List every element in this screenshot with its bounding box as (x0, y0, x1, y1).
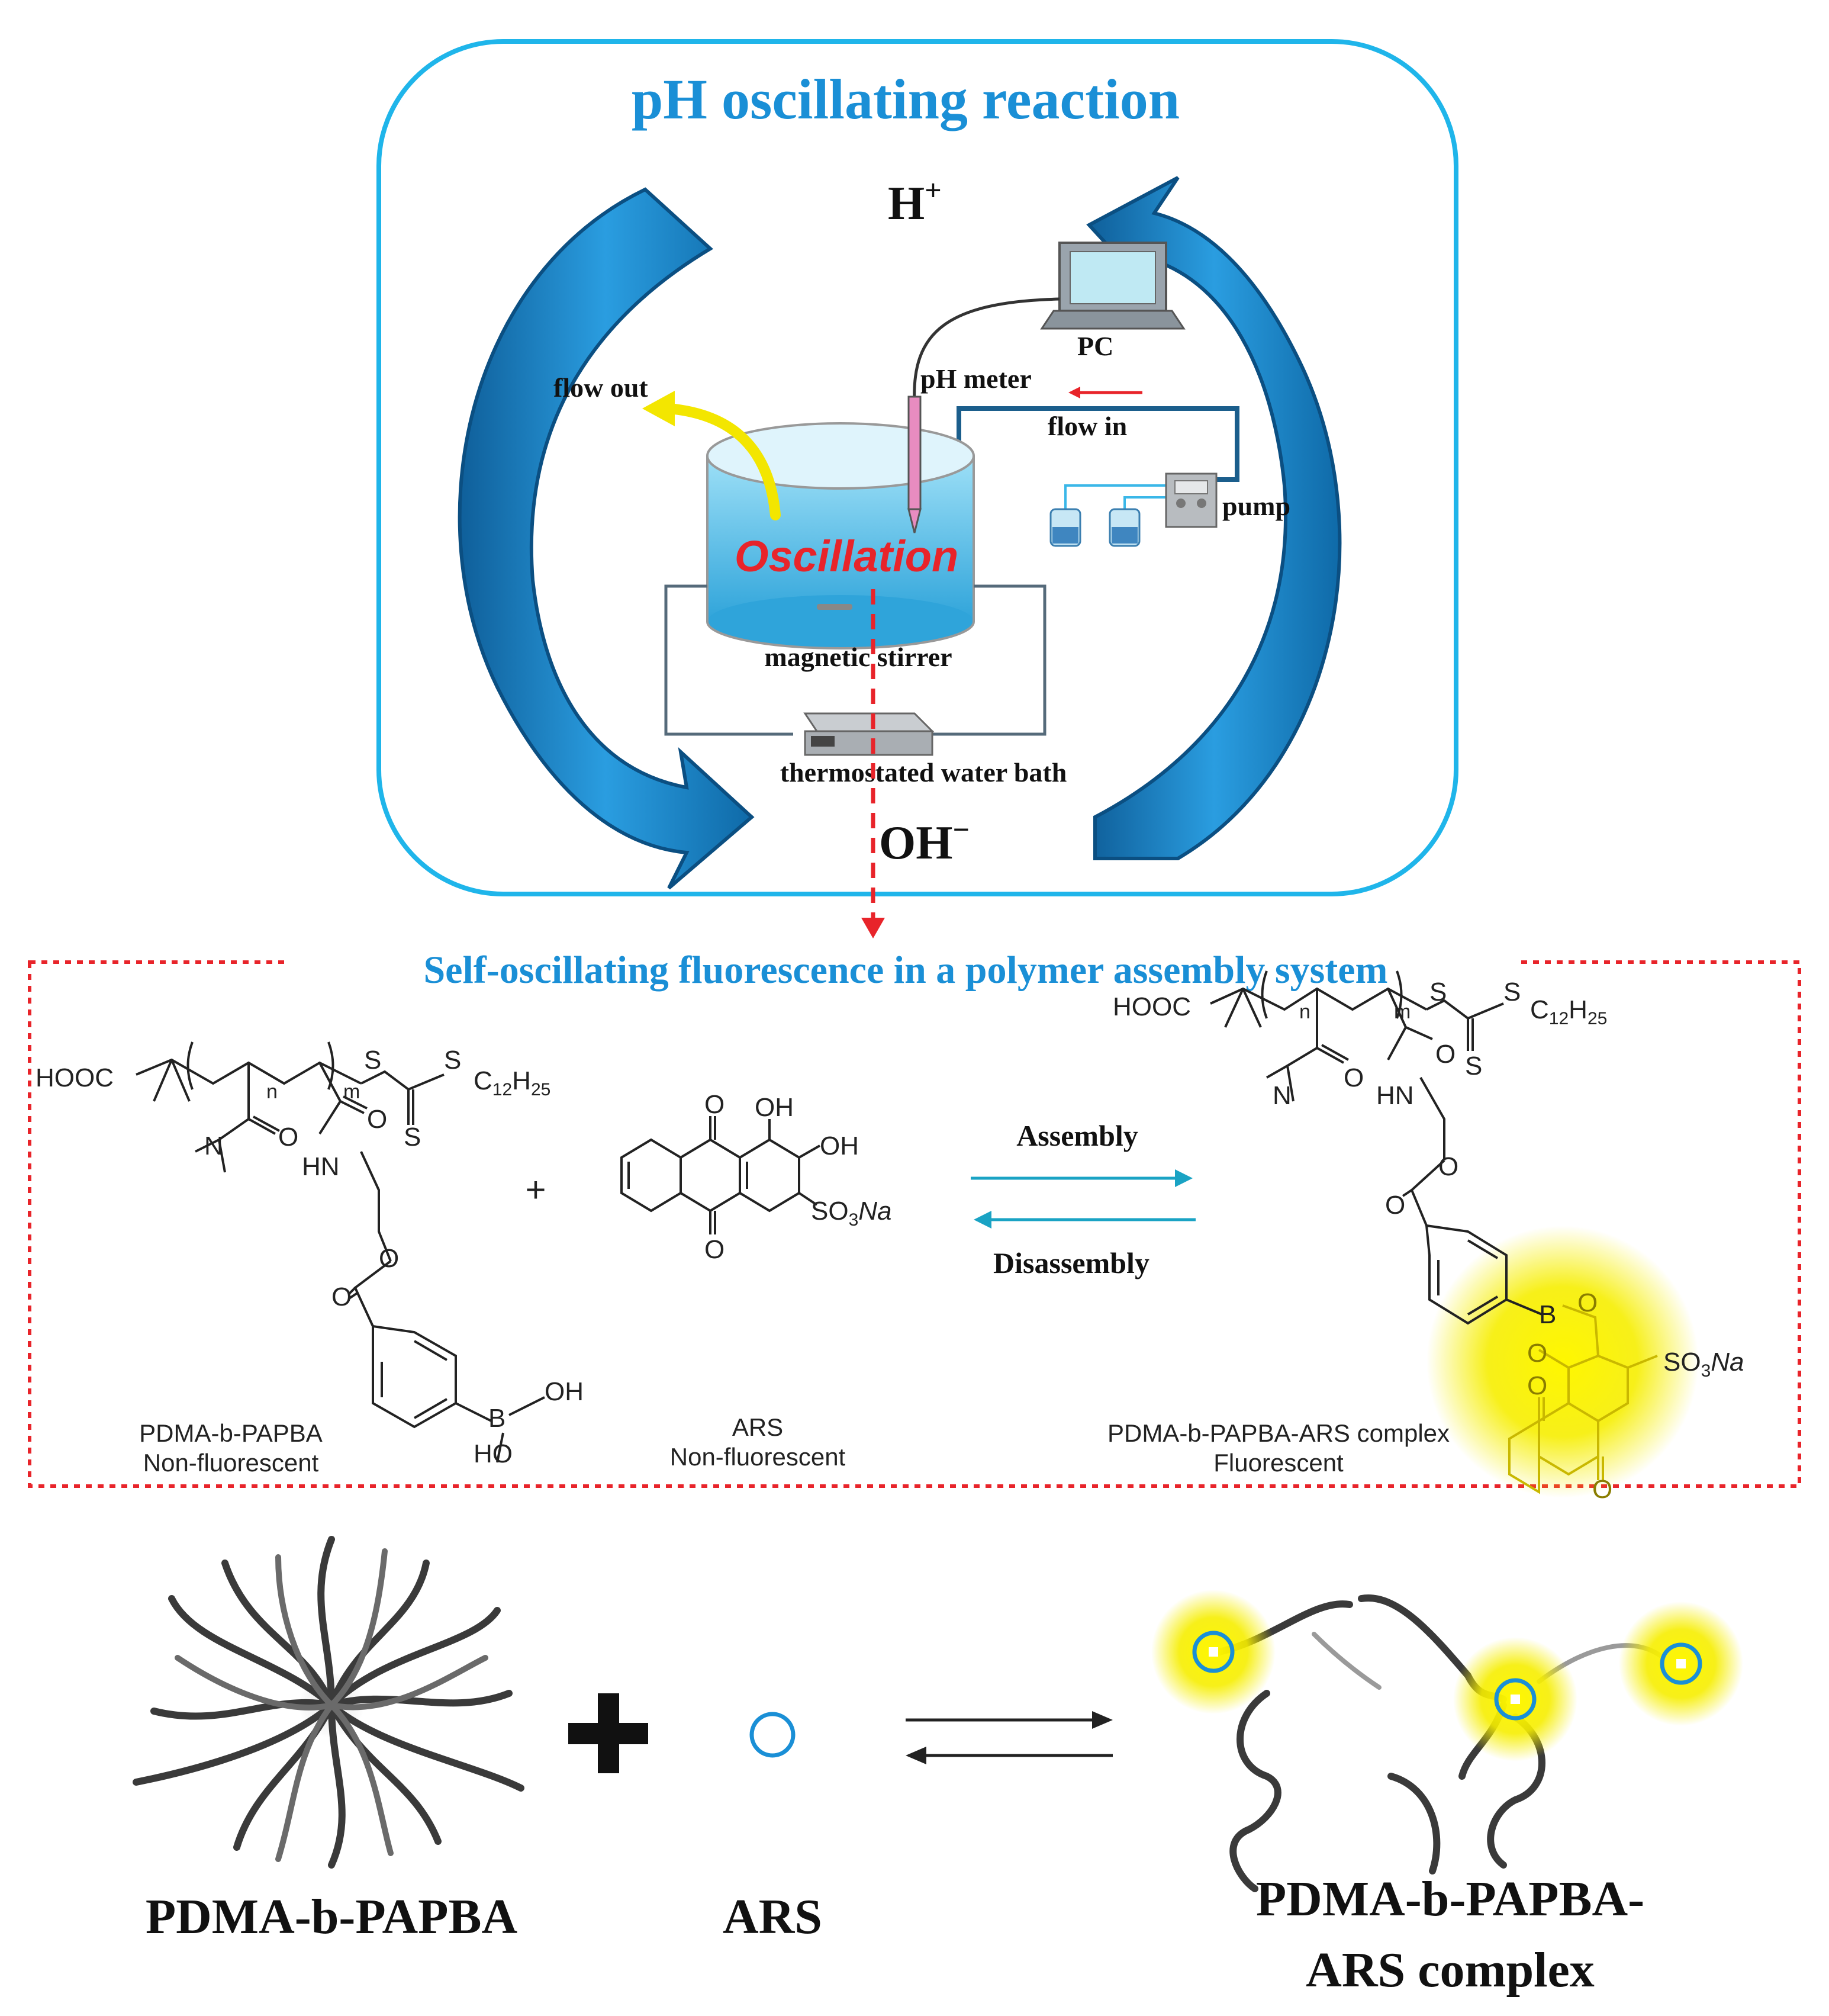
svg-text:O: O (704, 1090, 724, 1119)
svg-text:C12H25: C12H25 (1530, 995, 1607, 1028)
reaction-beaker (706, 422, 975, 650)
svg-text:SO3Na: SO3Na (811, 1197, 892, 1230)
svg-text:HN: HN (1376, 1081, 1414, 1110)
fluorescent-complex-2 (1453, 1637, 1577, 1761)
pc-label: PC (1077, 331, 1113, 361)
svg-text:N: N (204, 1131, 223, 1160)
water-bath-icon (803, 712, 935, 756)
svg-text:OH: OH (545, 1377, 584, 1406)
top-panel: pH oscillating reaction H+ OH− PC pH met… (376, 39, 1458, 938)
svg-text:O: O (1527, 1339, 1547, 1368)
svg-text:m: m (343, 1081, 360, 1103)
svg-text:O: O (1577, 1288, 1598, 1317)
ars-name: ARS (732, 1413, 783, 1441)
svg-text:n: n (266, 1081, 278, 1103)
svg-text:O: O (1438, 1152, 1458, 1181)
svg-text:C12H25: C12H25 (474, 1066, 550, 1099)
svg-text:O: O (1435, 1040, 1456, 1069)
svg-text:S: S (1465, 1052, 1482, 1081)
svg-text:HO: HO (474, 1439, 513, 1468)
svg-text:m: m (1394, 1001, 1411, 1023)
ars-molecule (620, 1116, 820, 1234)
ph-probe (907, 396, 922, 510)
right-molecule (1210, 970, 1658, 1494)
right-molecule-state: Fluorescent (1213, 1449, 1344, 1477)
svg-text:S: S (404, 1123, 421, 1152)
svg-text:O: O (367, 1105, 387, 1134)
svg-text:B: B (1539, 1300, 1556, 1329)
left-cycle-arrow (458, 187, 755, 890)
left-molecule-labels: HOOC n m S S S C12H25 N O O HN O O B OH … (36, 1046, 584, 1468)
left-molecule-state: Non-fluorescent (143, 1449, 319, 1477)
red-down-arrowhead (861, 918, 885, 938)
stirrer-frame (664, 584, 793, 736)
left-molecule (136, 1041, 545, 1463)
stirrer-label: magnetic stirrer (764, 642, 952, 672)
bottom-middle-label: ARS (723, 1889, 822, 1944)
ph-meter-label: pH meter (920, 364, 1032, 394)
oh-minus-label: OH− (879, 813, 970, 869)
flow-out-arrow (664, 403, 781, 520)
oscillation-label: Oscillation (735, 532, 958, 581)
middle-panel-border (28, 960, 1801, 1488)
svg-text:O: O (704, 1235, 724, 1264)
ars-circle-icon (749, 1712, 796, 1758)
svg-text:O: O (1527, 1371, 1547, 1400)
flow-in-label: flow in (1048, 411, 1127, 441)
bottom-plus-vertical (598, 1693, 619, 1773)
svg-text:O: O (1592, 1475, 1612, 1504)
svg-text:S: S (1503, 978, 1521, 1007)
fluorescent-complex-3 (1619, 1602, 1743, 1726)
svg-text:HOOC: HOOC (36, 1063, 114, 1092)
svg-text:OH: OH (755, 1093, 794, 1122)
right-molecule-labels: HOOC n m S S S C12H25 N O O HN O O B O O… (1113, 978, 1744, 1504)
svg-text:OH: OH (820, 1131, 859, 1160)
svg-text:S: S (364, 1046, 381, 1075)
middle-panel-title: Self-oscillating fluorescence in a polym… (423, 948, 1387, 992)
svg-text:B: B (488, 1404, 505, 1433)
ars-state: Non-fluorescent (670, 1443, 846, 1471)
flow-out-label: flow out (553, 372, 648, 403)
right-cycle-arrow (1086, 176, 1342, 860)
pump-label: pump (1222, 491, 1290, 521)
svg-text:O: O (379, 1244, 399, 1273)
svg-text:N: N (1273, 1081, 1292, 1110)
svg-text:S: S (444, 1046, 461, 1075)
ph-meter-cable (913, 297, 1060, 403)
svg-text:SO3Na: SO3Na (1663, 1348, 1744, 1381)
svg-text:HOOC: HOOC (1113, 992, 1191, 1021)
disassembly-label: Disassembly (993, 1246, 1149, 1279)
middle-plus: + (525, 1170, 546, 1210)
pc-icon (1040, 242, 1186, 330)
middle-panel: Self-oscillating fluorescence in a polym… (28, 947, 1801, 1504)
fluorescent-glow (1427, 1226, 1699, 1498)
complex-illustration (1216, 1594, 1666, 1892)
svg-text:O: O (1385, 1191, 1405, 1220)
bottom-right-label-line1: PDMA-b-PAPBA- (1256, 1872, 1644, 1927)
h-plus-label: H+ (888, 173, 942, 230)
svg-text:O: O (1344, 1063, 1364, 1092)
pump-icon (1165, 472, 1218, 528)
bottom-left-label: PDMA-b-PAPBA (146, 1889, 518, 1944)
bottom-panel: PDMA-b-PAPBA ARS PDMA-b-PAPBA- ARS compl… (133, 1536, 1743, 1998)
bottom-right-label-line2: ARS complex (1306, 1943, 1595, 1998)
right-molecule-name: PDMA-b-PAPBA-ARS complex (1107, 1419, 1450, 1447)
top-panel-title: pH oscillating reaction (632, 67, 1180, 131)
svg-text:S: S (1429, 978, 1447, 1007)
left-molecule-name: PDMA-b-PAPBA (139, 1419, 323, 1447)
svg-text:n: n (1299, 1001, 1310, 1023)
micelle-illustration (133, 1536, 524, 1869)
fluorescent-complex-1 (1151, 1590, 1276, 1714)
svg-text:O: O (278, 1123, 298, 1152)
bath-label: thermostated water bath (780, 757, 1067, 787)
svg-text:HN: HN (302, 1152, 340, 1181)
ars-molecule-labels: O O OH OH SO3Na (704, 1090, 892, 1264)
svg-text:O: O (331, 1282, 352, 1311)
assembly-label: Assembly (1016, 1119, 1138, 1152)
